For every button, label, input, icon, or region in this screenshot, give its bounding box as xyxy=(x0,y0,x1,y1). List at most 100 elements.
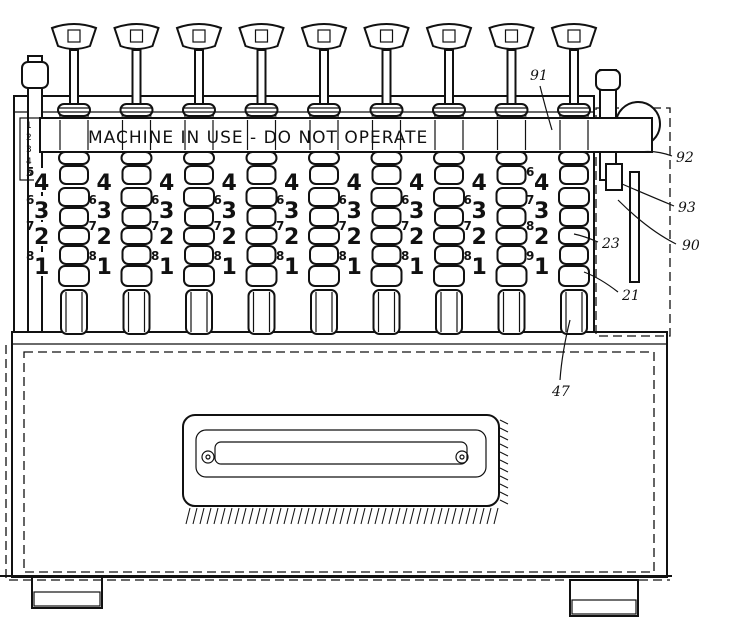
key-cap[interactable] xyxy=(113,23,160,50)
key-collar xyxy=(121,165,152,185)
digit-big-label: 2 xyxy=(159,225,174,250)
hatch-line xyxy=(416,507,422,525)
hatch-line xyxy=(395,507,401,525)
digit-bg xyxy=(534,168,552,192)
key-collar xyxy=(310,289,338,335)
digit-small-label: 7 xyxy=(464,219,472,233)
digit-bg xyxy=(346,168,365,192)
key-collar xyxy=(559,245,589,265)
digit-big-label: 4 xyxy=(472,171,487,196)
hatch-line xyxy=(332,507,338,525)
digit-bg xyxy=(284,222,302,246)
digit-big-label: 4 xyxy=(159,171,174,196)
digit-bg xyxy=(96,196,115,220)
outer-hidden-outline xyxy=(5,345,670,581)
hatch-line xyxy=(409,507,415,525)
digit-small-label: 8 xyxy=(276,249,284,263)
digit-big-label: 3 xyxy=(347,199,362,224)
key-cap[interactable] xyxy=(50,23,98,50)
hatch-line xyxy=(206,507,212,525)
digit-bg xyxy=(471,252,490,276)
key-column xyxy=(113,23,160,335)
hatch-line xyxy=(199,507,205,525)
digit-small-label: 6 xyxy=(26,193,34,207)
key-cap[interactable] xyxy=(550,23,598,50)
key-column xyxy=(550,23,598,335)
key-collar xyxy=(246,245,277,265)
key-collar xyxy=(59,245,89,265)
left-scale-number: 5 xyxy=(26,169,32,179)
lock-rod xyxy=(629,171,640,283)
key-cap[interactable] xyxy=(488,23,535,50)
ref-93: 93 xyxy=(678,200,696,216)
key-collar xyxy=(58,187,90,207)
key-stem xyxy=(381,49,392,111)
key-collar xyxy=(308,151,340,165)
key-column xyxy=(50,23,98,335)
reference-numerals: 91 92 93 90 23 21 47 xyxy=(530,68,700,400)
digit-big-label: 3 xyxy=(534,199,549,224)
key-collar xyxy=(308,187,340,207)
right-post-clamp xyxy=(595,69,621,91)
key-column xyxy=(363,23,410,335)
digit-bg xyxy=(34,252,52,276)
key-collar xyxy=(558,265,590,287)
key-collar xyxy=(435,289,463,335)
digit-big-label: 2 xyxy=(222,225,237,250)
key-collar xyxy=(559,207,589,227)
ref-92: 92 xyxy=(676,150,694,166)
key-collar xyxy=(119,103,154,117)
key-collar xyxy=(496,165,527,185)
key-collar xyxy=(58,227,90,245)
key-collar xyxy=(495,265,528,287)
digit-bg xyxy=(346,222,365,246)
key-collar xyxy=(369,103,404,117)
key-stem xyxy=(69,49,79,111)
hatch-line xyxy=(318,507,324,525)
digit-bg xyxy=(534,222,552,246)
hatch-line xyxy=(499,443,509,449)
digit-big-label: 3 xyxy=(409,199,424,224)
digit-small-label: 8 xyxy=(214,249,222,263)
key-collar xyxy=(370,227,403,245)
digit-small-label: 8 xyxy=(464,249,472,263)
hatch-line xyxy=(255,507,261,525)
key-collar xyxy=(246,165,277,185)
key-collar xyxy=(184,207,214,227)
key-stem xyxy=(319,49,329,111)
drawer-shadow-hatching xyxy=(185,419,509,525)
digit-bg xyxy=(346,196,365,220)
key-collar xyxy=(370,187,403,207)
digit-bg xyxy=(159,168,177,192)
digit-small-label: 8 xyxy=(339,249,347,263)
hatch-line xyxy=(276,507,282,525)
key-cap[interactable] xyxy=(300,23,348,50)
key-cap[interactable] xyxy=(363,23,410,50)
digit-big-label: 3 xyxy=(222,199,237,224)
key-cap[interactable] xyxy=(425,23,473,50)
key-cap[interactable] xyxy=(175,23,223,50)
hatch-line xyxy=(241,507,247,525)
digit-bg xyxy=(221,222,240,246)
digit-small-label: 8 xyxy=(401,249,409,263)
latch-block xyxy=(605,163,623,191)
key-collar xyxy=(371,165,402,185)
key-collar xyxy=(120,227,153,245)
digit-bg xyxy=(159,196,177,220)
key-cap-slot xyxy=(192,29,206,43)
digit-bg xyxy=(284,252,302,276)
hatch-line xyxy=(458,507,464,525)
key-cap-slot xyxy=(567,29,581,43)
key-cap-slot xyxy=(317,29,331,43)
digit-big-label: 3 xyxy=(284,199,299,224)
key-cap[interactable] xyxy=(238,23,285,50)
key-collar xyxy=(185,289,213,335)
digit-big-label: 3 xyxy=(97,199,112,224)
digit-bg xyxy=(409,196,427,220)
ref-21: 21 xyxy=(621,288,640,304)
digit-bg xyxy=(409,222,427,246)
hatch-line xyxy=(339,507,345,525)
digit-big-label: 3 xyxy=(159,199,174,224)
ref-93-leader xyxy=(621,183,675,207)
drawer-handle xyxy=(182,414,500,507)
